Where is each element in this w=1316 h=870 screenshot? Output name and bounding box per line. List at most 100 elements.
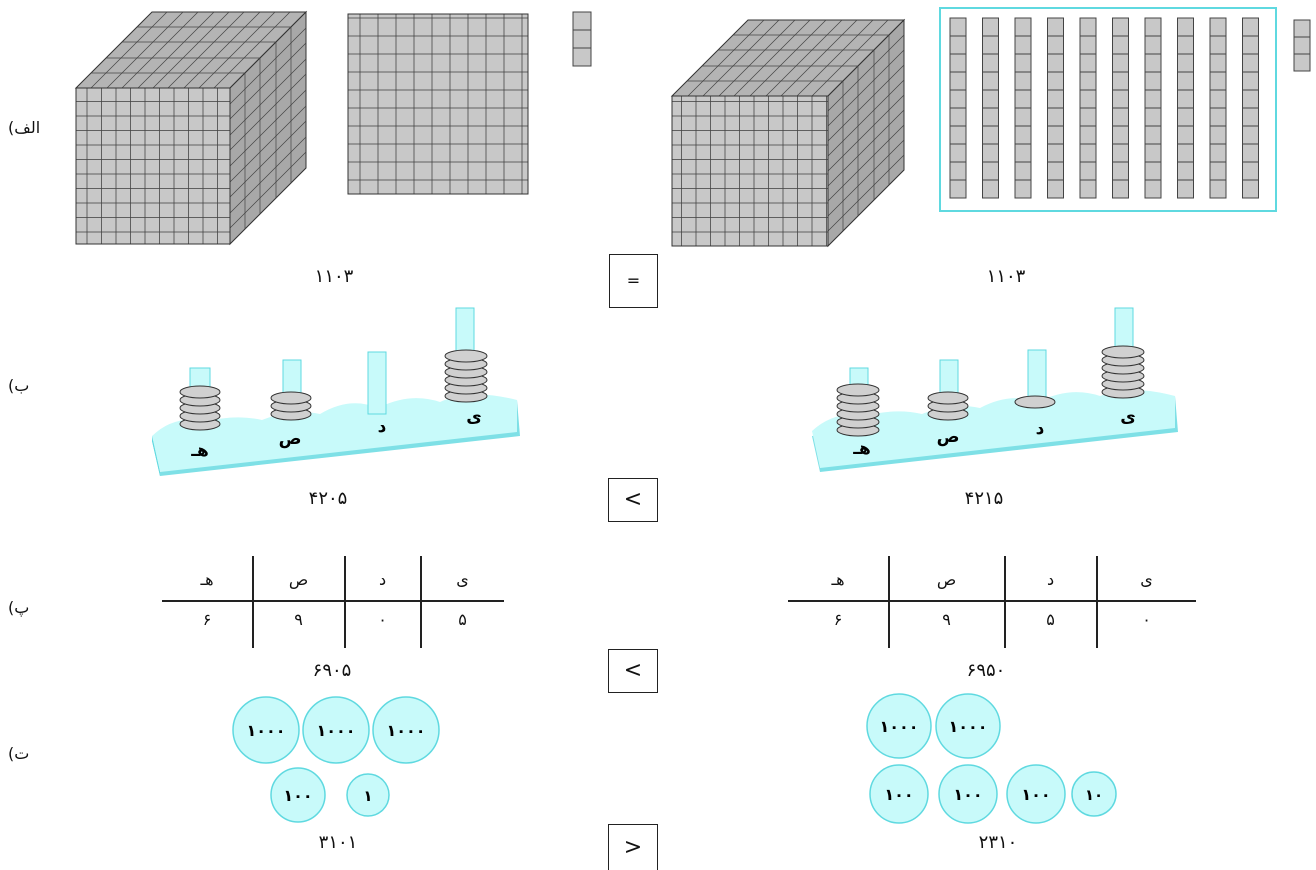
pv-right-header-th: هـ xyxy=(831,570,845,589)
svg-text:۱۰۰۰: ۱۰۰۰ xyxy=(879,717,918,736)
rod-unit xyxy=(1112,107,1129,127)
rod-unit xyxy=(1112,71,1129,91)
rod-unit xyxy=(1014,35,1032,55)
rod-unit xyxy=(1047,35,1064,55)
pv-table-right: هـ ص د ی ۶ ۹ ۵ ۰ xyxy=(788,556,1196,648)
abacus-left: هـ ص د ی xyxy=(152,307,520,476)
rod-unit xyxy=(1079,53,1097,73)
svg-text:۱۰: ۱۰ xyxy=(1085,786,1103,804)
rod-unit xyxy=(1014,107,1032,127)
thousand-cube-left xyxy=(74,10,308,246)
tens-rods xyxy=(949,17,1259,199)
rod-unit xyxy=(949,107,967,127)
rod-unit xyxy=(1047,143,1064,163)
rod-unit xyxy=(949,53,967,73)
rod-unit xyxy=(1209,71,1227,91)
rod-unit xyxy=(982,125,999,145)
compare-box-b[interactable]: < xyxy=(608,478,658,522)
rod-unit xyxy=(949,89,967,109)
rod-unit xyxy=(982,107,999,127)
compare-box-t[interactable]: > xyxy=(608,824,658,870)
svg-text:۱۰۰۰: ۱۰۰۰ xyxy=(246,721,285,740)
rod-unit xyxy=(1014,179,1032,199)
row-label-a: (الف xyxy=(8,118,41,137)
pv-right-header-o: ی xyxy=(1140,570,1153,589)
rod-unit xyxy=(1209,17,1227,37)
hundred-flat xyxy=(347,13,529,195)
row-t-left-number: ۳۱۰۱ xyxy=(318,832,358,853)
rod-unit xyxy=(1242,107,1259,127)
rod-unit xyxy=(949,17,967,37)
rod-unit xyxy=(1177,35,1194,55)
abacus-right-h: ص xyxy=(937,427,960,447)
rod-unit xyxy=(1242,35,1259,55)
pv-right-digit-h: ۹ xyxy=(942,610,951,629)
coin-left-bottom: ۱ xyxy=(346,773,390,817)
rod-unit xyxy=(1079,143,1097,163)
abacus-right-t: د xyxy=(1036,419,1045,439)
rod-unit xyxy=(1047,53,1064,73)
rod-unit xyxy=(1112,161,1129,181)
rod-unit xyxy=(982,179,999,199)
rod-unit xyxy=(1177,107,1194,127)
rod-unit xyxy=(1209,89,1227,109)
rod-unit xyxy=(1112,35,1129,55)
rod-unit xyxy=(982,71,999,91)
rod-unit xyxy=(1047,125,1064,145)
rod-unit xyxy=(1144,125,1162,145)
compare-box-a[interactable]: = xyxy=(609,254,658,308)
abacus-left-th: هـ xyxy=(190,441,209,461)
row-t-right-number: ۲۳۱۰ xyxy=(978,832,1018,853)
rod-unit xyxy=(1209,161,1227,181)
rod-unit xyxy=(1144,179,1162,199)
rod-unit xyxy=(1014,17,1032,37)
svg-text:۱۰۰۰: ۱۰۰۰ xyxy=(948,717,987,736)
rod-unit xyxy=(1177,125,1194,145)
rod-unit xyxy=(1144,71,1162,91)
coin-right-bottom: ۱۰۰ xyxy=(1006,764,1066,824)
rod-unit xyxy=(1047,17,1064,37)
pv-right-digit-o: ۰ xyxy=(1142,610,1151,629)
rod-unit xyxy=(1242,17,1259,37)
rod-unit xyxy=(1014,53,1032,73)
row-label-b: (ب xyxy=(8,376,30,395)
rod-unit xyxy=(1209,35,1227,55)
rod-unit xyxy=(1177,71,1194,91)
thousand-cube-right xyxy=(670,18,906,248)
row-b-right-number: ۴۲۱۵ xyxy=(964,488,1004,509)
row-p-left-number: ۶۹۰۵ xyxy=(312,660,352,681)
rod-unit xyxy=(1079,125,1097,145)
rod-unit xyxy=(1112,89,1129,109)
coin-left-top: ۱۰۰۰ xyxy=(372,696,440,764)
abacus-right-th: هـ xyxy=(852,439,871,459)
rod-unit xyxy=(1079,89,1097,109)
rod-unit xyxy=(949,35,967,55)
rod-unit xyxy=(1014,125,1032,145)
coin-right-top: ۱۰۰۰ xyxy=(935,693,1001,759)
pv-left-header-h: ص xyxy=(288,570,309,589)
pv-left-digit-o: ۵ xyxy=(458,610,467,629)
rod-unit xyxy=(1177,161,1194,181)
row-a-left-number: ۱۱۰۳ xyxy=(314,266,354,287)
pv-right-digit-t: ۵ xyxy=(1046,610,1055,629)
rod-unit xyxy=(1144,89,1162,109)
rod-unit xyxy=(1177,143,1194,163)
rod-unit xyxy=(1242,89,1259,109)
svg-text:۱۰۰: ۱۰۰ xyxy=(884,785,913,804)
rod-unit xyxy=(1177,89,1194,109)
rod-unit xyxy=(1047,107,1064,127)
compare-box-p[interactable]: < xyxy=(608,649,658,693)
rod-unit xyxy=(949,71,967,91)
rod-unit xyxy=(1144,17,1162,37)
rod-unit xyxy=(1047,71,1064,91)
rod-unit xyxy=(1242,179,1259,199)
rod-unit xyxy=(1014,161,1032,181)
coin-right-bottom: ۱۰۰ xyxy=(869,764,929,824)
unit-cubes-right xyxy=(1293,19,1311,72)
rod-unit xyxy=(1112,179,1129,199)
rod-unit xyxy=(1079,179,1097,199)
rod-unit xyxy=(1242,125,1259,145)
rod-unit xyxy=(1047,179,1064,199)
svg-text:۱۰۰۰: ۱۰۰۰ xyxy=(316,721,355,740)
